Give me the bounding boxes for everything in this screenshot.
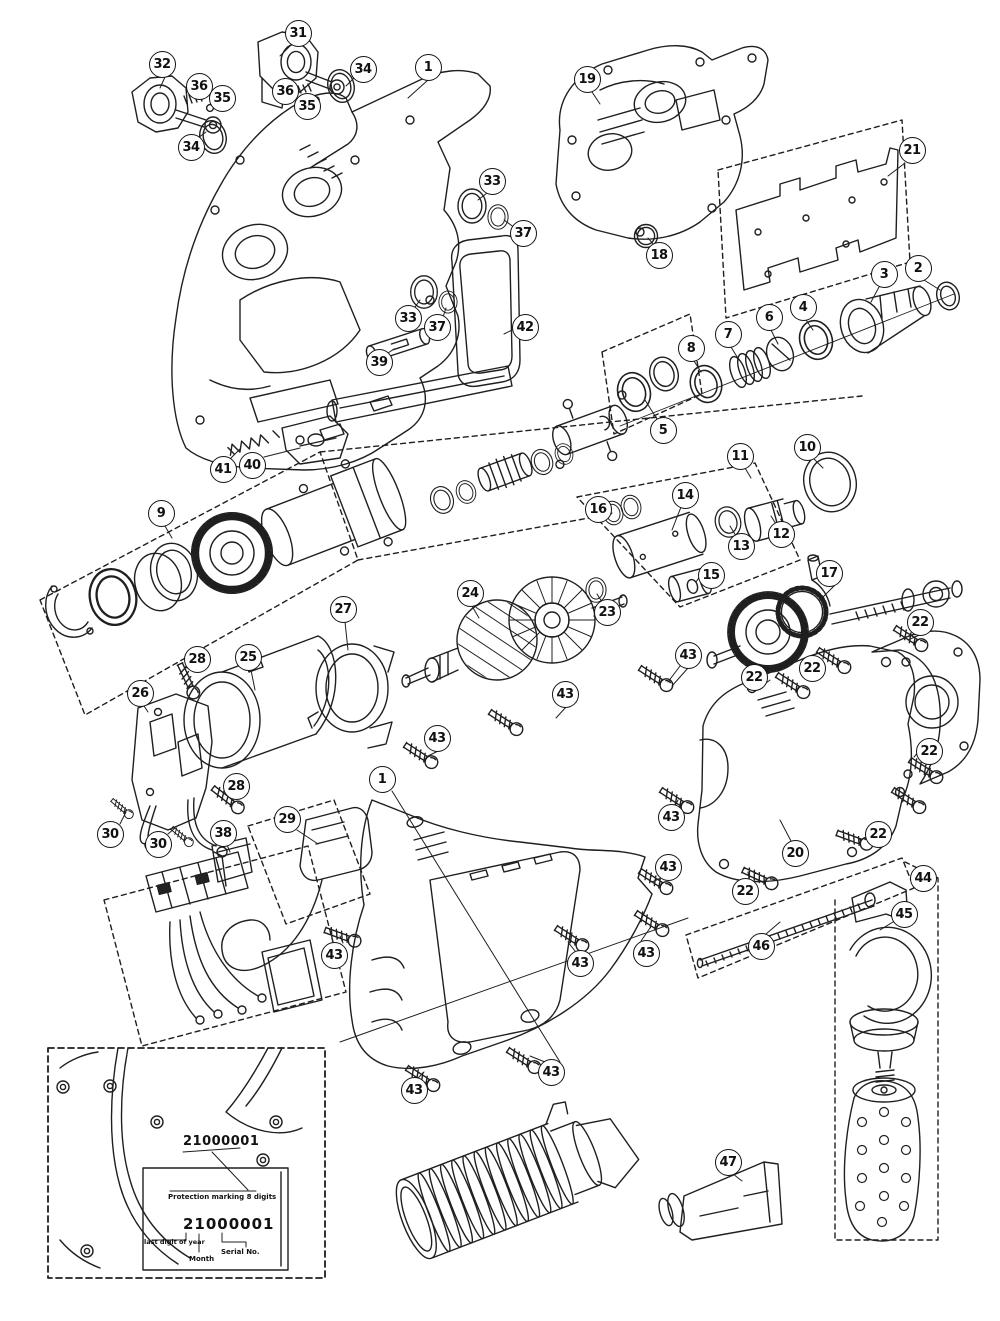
callout-33: 33 <box>394 304 422 332</box>
wiring-box-drawing <box>103 845 347 1047</box>
crank-17-drawing <box>706 554 963 673</box>
callout-2: 2 <box>904 254 932 282</box>
callout-35: 35 <box>208 84 236 112</box>
callout-23: 23 <box>593 598 621 626</box>
callout-4: 4 <box>789 293 817 321</box>
callout-47: 47 <box>714 1148 742 1176</box>
inset-marking-note: Protection marking 8 digits <box>168 1193 277 1201</box>
callout-16: 16 <box>584 495 612 523</box>
callout-17: 17 <box>815 559 843 587</box>
callout-8: 8 <box>677 334 705 362</box>
callout-27: 27 <box>329 595 357 623</box>
callout-29: 29 <box>273 805 301 833</box>
callout-22: 22 <box>731 877 759 905</box>
frame-42-drawing <box>326 234 521 423</box>
callout-22: 22 <box>740 663 768 691</box>
callout-46: 46 <box>747 932 775 960</box>
callout-43: 43 <box>400 1076 428 1104</box>
lower-housing-drawing <box>339 790 689 1070</box>
callout-35: 35 <box>293 92 321 120</box>
callout-34: 34 <box>177 133 205 161</box>
callout-36: 36 <box>185 72 213 100</box>
callout-14: 14 <box>671 481 699 509</box>
callout-13: 13 <box>727 532 755 560</box>
spring-41-drawing <box>227 430 280 456</box>
callout-1: 1 <box>368 765 396 793</box>
callout-43: 43 <box>320 941 348 969</box>
callout-19: 19 <box>573 65 601 93</box>
callout-20: 20 <box>781 839 809 867</box>
callout-43: 43 <box>537 1058 565 1086</box>
callout-37: 37 <box>509 219 537 247</box>
callout-9: 9 <box>147 499 175 527</box>
callout-31: 31 <box>284 19 312 47</box>
callout-38: 38 <box>209 819 237 847</box>
callout-42: 42 <box>511 313 539 341</box>
callout-24: 24 <box>456 579 484 607</box>
callout-12: 12 <box>767 520 795 548</box>
callout-32: 32 <box>148 50 176 78</box>
callout-25: 25 <box>234 643 262 671</box>
callout-21: 21 <box>898 136 926 164</box>
callout-43: 43 <box>423 724 451 752</box>
callout-33: 33 <box>478 167 506 195</box>
inset-box-drawing <box>47 1047 326 1279</box>
callout-22: 22 <box>915 737 943 765</box>
armature-24-drawing <box>401 576 628 688</box>
inset-marking-top: 21000001 <box>183 1134 260 1149</box>
callout-40: 40 <box>238 451 266 479</box>
inset-year-label: last digit of year <box>144 1238 205 1246</box>
callout-45: 45 <box>890 900 918 928</box>
oring-34-top-drawing <box>327 69 355 103</box>
callout-7: 7 <box>714 320 742 348</box>
callout-36: 36 <box>271 77 299 105</box>
callout-22: 22 <box>864 820 892 848</box>
callout-43: 43 <box>654 853 682 881</box>
callout-41: 41 <box>209 455 237 483</box>
callout-10: 10 <box>793 433 821 461</box>
bellows-hose-drawing <box>395 1101 640 1260</box>
callout-1: 1 <box>414 53 442 81</box>
retainer-27-drawing <box>307 643 395 749</box>
callout-22: 22 <box>906 608 934 636</box>
upper-housing-drawing <box>171 69 491 471</box>
cover-19-drawing <box>555 45 769 249</box>
inset-marking-example: 21000001 <box>183 1215 275 1233</box>
callout-30: 30 <box>144 830 172 858</box>
inset-serial-label: Serial No. <box>221 1248 260 1256</box>
callout-39: 39 <box>365 348 393 376</box>
callout-44: 44 <box>909 864 937 892</box>
switch-box-29-drawing <box>221 799 373 971</box>
side-handle-drawing <box>834 861 939 1242</box>
lever-40-drawing <box>281 415 349 465</box>
grease-tube-47-drawing <box>658 1161 783 1241</box>
callout-5: 5 <box>649 416 677 444</box>
callout-6: 6 <box>755 303 783 331</box>
callout-43: 43 <box>632 939 660 967</box>
callout-11: 11 <box>726 442 754 470</box>
callout-26: 26 <box>126 679 154 707</box>
callout-43: 43 <box>566 949 594 977</box>
callout-28: 28 <box>222 772 250 800</box>
callout-15: 15 <box>697 561 725 589</box>
callout-18: 18 <box>645 241 673 269</box>
callout-3: 3 <box>870 260 898 288</box>
callout-43: 43 <box>551 680 579 708</box>
callout-43: 43 <box>674 641 702 669</box>
callout-28: 28 <box>183 645 211 673</box>
inset-month-label: Month <box>189 1255 215 1263</box>
callout-30: 30 <box>96 820 124 848</box>
callout-37: 37 <box>423 313 451 341</box>
ring-10-drawing <box>803 451 857 513</box>
callout-43: 43 <box>657 803 685 831</box>
callout-34: 34 <box>349 55 377 83</box>
spindle-train-drawing <box>39 390 863 716</box>
chuck-train-drawing <box>619 281 961 427</box>
callout-22: 22 <box>798 654 826 682</box>
